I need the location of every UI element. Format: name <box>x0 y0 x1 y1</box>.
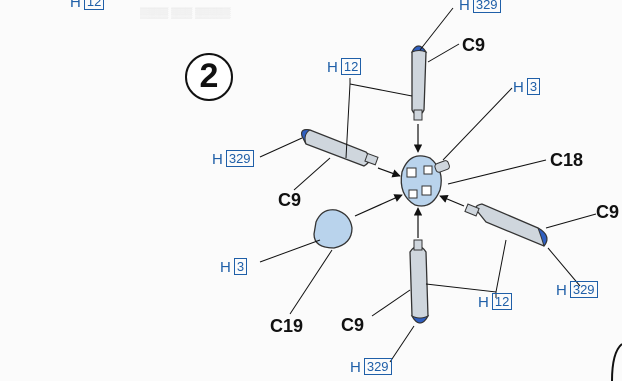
step-number: 2 <box>185 53 233 101</box>
blade-c9-left <box>301 128 379 167</box>
label-code-box: 329 <box>363 358 392 375</box>
label-code-box: 12 <box>83 0 105 10</box>
cap-part-c19 <box>313 209 353 249</box>
label-prefix: H <box>220 259 231 276</box>
label-code-box: 3 <box>526 78 541 95</box>
blade-c9-right <box>464 203 548 248</box>
label-code-box: 329 <box>225 150 254 167</box>
label-code-box: 3 <box>233 258 248 275</box>
part-code-c19: C19 <box>270 316 304 336</box>
label-code-box: 12 <box>491 293 513 310</box>
next-step-circle-fragment <box>611 343 622 381</box>
leader-lines <box>259 7 597 363</box>
blade-c9-top <box>410 45 428 121</box>
label-code-box: 329 <box>569 281 598 298</box>
label-prefix: H <box>556 282 567 299</box>
part-code-c18: C18 <box>550 150 584 170</box>
label-prefix: H <box>513 79 524 96</box>
label-code-box: 12 <box>340 58 362 75</box>
background-text-residue: ▒▒▒▒ ▒▒▒ ▒▒▒▒▒ <box>140 8 231 19</box>
part-code-c9-left: C9 <box>278 190 302 210</box>
part-code-c9-bottom: C9 <box>341 315 365 335</box>
hub-part-c18 <box>400 155 450 207</box>
label-prefix: H <box>70 0 81 11</box>
part-code-c9-top: C9 <box>462 35 486 55</box>
label-prefix: H <box>212 151 223 168</box>
label-prefix: H <box>350 359 361 376</box>
label-prefix: H <box>459 0 470 14</box>
label-code-box: 329 <box>472 0 501 13</box>
part-code-c9-right: C9 <box>596 202 620 222</box>
label-prefix: H <box>478 294 489 311</box>
label-prefix: H <box>327 59 338 76</box>
assembly-arrows <box>354 124 465 238</box>
blade-c9-bottom <box>409 239 430 324</box>
